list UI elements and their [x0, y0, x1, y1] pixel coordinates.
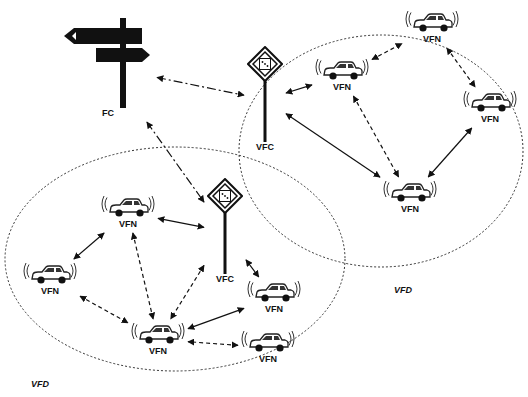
roadside-unit-icon: [207, 178, 243, 274]
node-label: VFN: [41, 286, 59, 297]
link-connector: [147, 122, 204, 202]
link-connector: [428, 128, 472, 177]
link-connector: [188, 308, 244, 328]
node-label: VFN: [265, 304, 283, 315]
node-label: VFN: [423, 34, 441, 45]
node-label: VFN: [119, 219, 137, 230]
car-icon: [383, 180, 437, 204]
link-connector: [74, 233, 104, 259]
node-label: VFN: [401, 204, 419, 215]
link-connector: [246, 260, 259, 277]
node-label: VFD: [394, 285, 412, 296]
vehicle-node: VFN: [383, 180, 437, 215]
vehicle-node: VFN: [247, 280, 301, 315]
vehicle-node: VFN: [241, 330, 295, 365]
roadside-unit-icon: [247, 46, 283, 142]
vehicle-node: VFN: [405, 10, 459, 45]
node-label: VFD: [31, 379, 49, 390]
vehicle-node: VFN: [463, 90, 517, 125]
link-connector: [157, 77, 244, 95]
link-connector: [286, 114, 380, 178]
fog-domain: VFD VFC VFN VFN VFN VFN VFN: [4, 146, 346, 391]
vehicle-node: VFN: [23, 262, 77, 297]
fog-cloud: FC: [62, 16, 154, 119]
fog-controller: VFC: [207, 178, 243, 285]
car-icon: [23, 262, 77, 286]
signpost-icon: [62, 16, 154, 108]
vehicle-node: VFN: [131, 322, 185, 357]
link-connector: [372, 44, 402, 60]
car-icon: [315, 58, 369, 82]
vehicle-node: VFN: [315, 58, 369, 93]
car-icon: [463, 90, 517, 114]
car-icon: [247, 280, 301, 304]
domain-ellipse: [238, 34, 524, 268]
node-label: VFC: [256, 142, 274, 153]
car-icon: [405, 10, 459, 34]
car-icon: [241, 330, 295, 354]
fog-domain: VFD VFC VFN VFN VFN VFN: [238, 34, 524, 297]
link-connector: [286, 85, 312, 93]
node-label: VFN: [481, 114, 499, 125]
link-connector: [353, 96, 398, 177]
node-label: VFN: [333, 82, 351, 93]
node-label: VFC: [216, 274, 234, 285]
car-icon: [131, 322, 185, 346]
link-connector: [447, 48, 475, 87]
link-connector: [133, 233, 153, 319]
vehicle-node: VFN: [101, 195, 155, 230]
fog-controller: VFC: [247, 46, 283, 153]
link-connector: [171, 265, 204, 319]
node-label: VFN: [149, 346, 167, 357]
link-connector: [188, 342, 238, 346]
car-icon: [101, 195, 155, 219]
link-connector: [80, 296, 128, 323]
link-connector: [158, 218, 204, 227]
node-label: VFN: [259, 354, 277, 365]
node-label: FC: [102, 108, 114, 119]
